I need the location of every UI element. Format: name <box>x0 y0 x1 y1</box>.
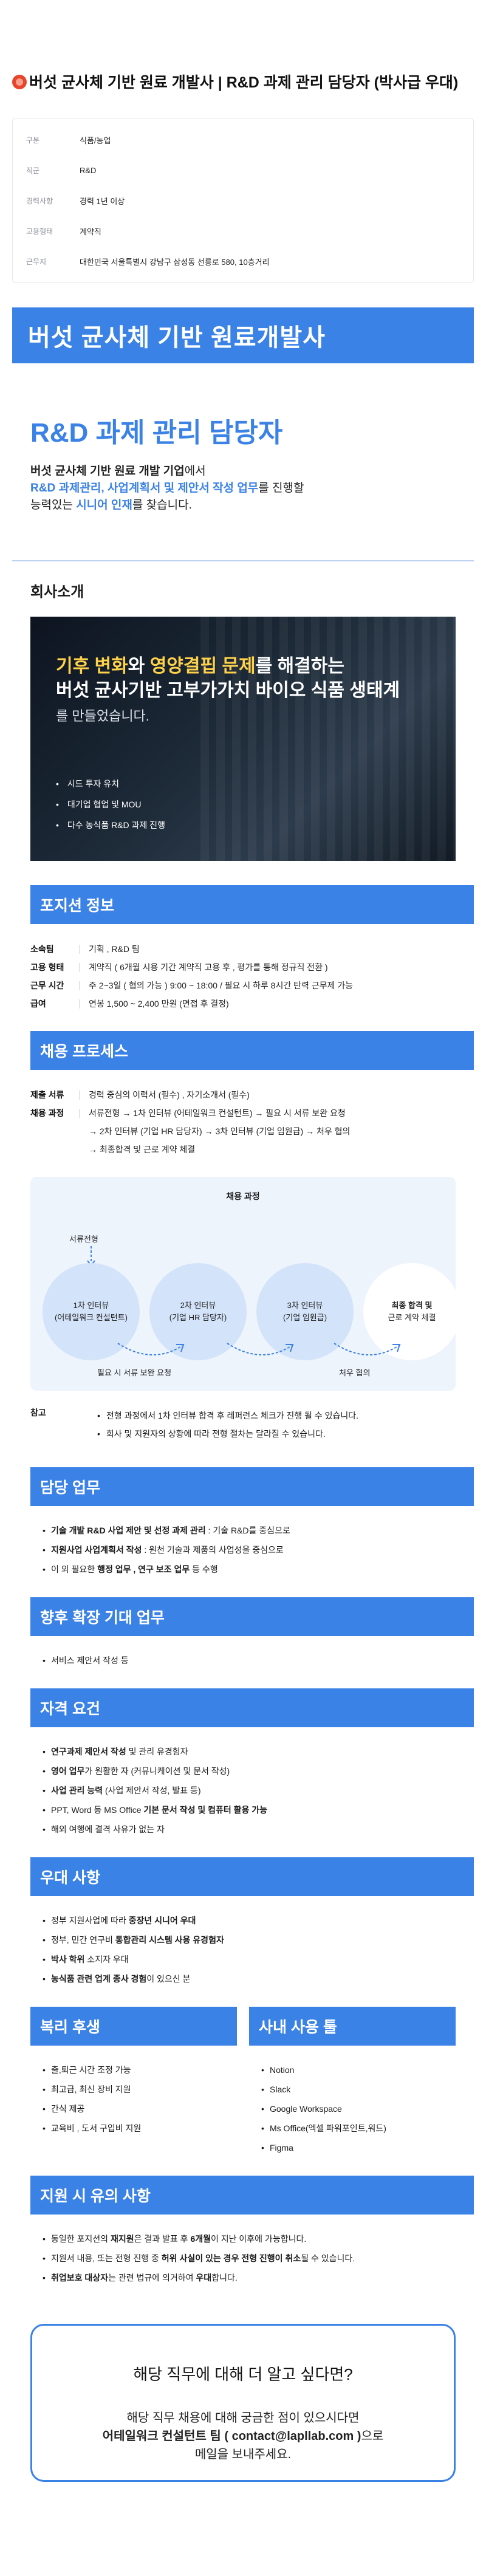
list-item: 지원서 내용, 또는 전형 진행 중 허위 사실이 있는 경우 전형 진행이 취… <box>43 2249 456 2268</box>
list-item: 회사 및 지원자의 상황에 따라 전형 절차는 달라질 수 있습니다. <box>97 1425 358 1443</box>
welfare-section-header: 복리 후생 <box>30 2007 237 2046</box>
duties-list: 기술 개발 R&D 사업 제안 및 선정 과제 관리 : 기술 R&D를 중심으… <box>43 1521 456 1579</box>
list-item: 출,퇴근 시간 조정 가능 <box>43 2060 237 2080</box>
list-item: 정부 지원사업에 따라 중장년 시니어 우대 <box>43 1911 456 1930</box>
contact-box: 해당 직무에 대해 더 알고 싶다면? 해당 직무 채용에 대해 궁금한 점이 … <box>30 2324 456 2482</box>
apply-list: 동일한 포지션의 재지원은 결과 발표 후 6개월이 지난 이후에 가능합니다.… <box>43 2229 456 2287</box>
process-step-1: 1차 인터뷰(어테일워크 컨설턴트) <box>43 1263 140 1360</box>
info-row: .→ 최종합격 및 근로 계약 체결 <box>89 1145 196 1154</box>
company-hero-image: 기후 변화와 영양결핍 문제를 해결하는 버섯 균사기반 고부가가치 바이오 식… <box>30 617 456 861</box>
prefer-list: 정부 지원사업에 따라 중장년 시니어 우대 정부, 민간 연구비 통합관리 시… <box>43 1911 456 1989</box>
process-diagram: 채용 과정 서류전형 1차 인터뷰(어테일워크 컨설턴트) 2차 인터뷰(기업 … <box>30 1177 460 1391</box>
list-item: Figma <box>261 2138 456 2157</box>
list-item: PPT, Word 등 MS Office 기본 문서 작성 및 컴퓨터 활용 … <box>43 1800 456 1820</box>
start-step-label: 서류전형 <box>69 1235 98 1244</box>
welfare-list: 출,퇴근 시간 조정 가능 최고급, 최신 장비 지원 간식 제공 교육비 , … <box>43 2060 237 2138</box>
process-step-3: 3차 인터뷰(기업 임원급) <box>256 1263 354 1360</box>
list-item: 다수 농식품 R&D 과제 진행 <box>56 815 165 835</box>
process-note: 참고 전형 과정에서 1차 인터뷰 합격 후 레퍼런스 체크가 진행 될 수 있… <box>30 1406 456 1443</box>
qualify-section-header: 자격 요건 <box>30 1688 474 1727</box>
divider <box>12 560 474 561</box>
process-section-header: 채용 프로세스 <box>30 1031 474 1070</box>
list-item: 서비스 제안서 작성 등 <box>43 1651 456 1670</box>
role-intro: R&D 과제 관리 담당자 버섯 균사체 기반 원료 개발 기업에서 R&D 과… <box>0 363 486 514</box>
welfare-column: 복리 후생 출,퇴근 시간 조정 가능 최고급, 최신 장비 지원 간식 제공 … <box>30 2007 237 2157</box>
page-title: 버섯 균사체 기반 원료 개발사 | R&D 과제 관리 담당자 (박사급 우대… <box>0 0 486 94</box>
hero-banner: 버섯 균사체 기반 원료개발사 <box>12 307 474 363</box>
tools-list: Notion Slack Google Workspace Ms Office(… <box>261 2060 456 2157</box>
process-step-2: 2차 인터뷰(기업 HR 담당자) <box>149 1263 247 1360</box>
list-item: Slack <box>261 2080 456 2099</box>
diagram-title: 채용 과정 <box>226 1191 260 1201</box>
list-item: 정부, 민간 연구비 통합관리 시스템 사용 유경험자 <box>43 1930 456 1950</box>
list-item: 교육비 , 도서 구입비 지원 <box>43 2119 237 2138</box>
step-between-label: 필요 시 서류 보완 요청 <box>97 1368 172 1377</box>
list-item: 지원사업 사업계획서 작성 : 원천 기술과 제품의 사업성을 중심으로 <box>43 1540 456 1560</box>
list-item: 시드 투자 유치 <box>56 773 165 794</box>
step-between-label: 처우 협의 <box>339 1368 371 1377</box>
company-points: 시드 투자 유치 대기업 협업 및 MOU 다수 농식품 R&D 과제 진행 <box>56 773 165 835</box>
future-list: 서비스 제안서 작성 등 <box>43 1651 456 1670</box>
list-item: 최고급, 최신 장비 지원 <box>43 2080 237 2099</box>
tools-section-header: 사내 사용 툴 <box>249 2007 456 2046</box>
company-headline: 기후 변화와 영양결핍 문제를 해결하는 버섯 균사기반 고부가가치 바이오 식… <box>56 656 400 724</box>
company-logo-icon <box>12 75 27 89</box>
list-item: 전형 과정에서 1차 인터뷰 합격 후 레퍼런스 체크가 진행 될 수 있습니다… <box>97 1406 358 1425</box>
prefer-section-header: 우대 사항 <box>30 1857 474 1896</box>
curved-arrow-icon <box>117 1343 185 1356</box>
qualify-list: 연구과제 제안서 작성 및 관리 유경험자 영어 업무가 원활한 자 (커뮤니케… <box>43 1742 456 1839</box>
info-row: .→ 2차 인터뷰 (기업 HR 담당자) → 3차 인터뷰 (기업 임원급) … <box>89 1126 351 1136</box>
building-background <box>200 617 456 861</box>
list-item: 영어 업무가 원활한 자 (커뮤니케이션 및 문서 작성) <box>43 1761 456 1781</box>
role-description: 버섯 균사체 기반 원료 개발 기업에서 R&D 과제관리, 사업계획서 및 제… <box>30 465 304 512</box>
list-item: 취업보호 대상자는 관련 법규에 의거하여 우대합니다. <box>43 2268 456 2287</box>
list-item: Notion <box>261 2060 456 2080</box>
hero-banner-title: 버섯 균사체 기반 원료개발사 <box>28 324 326 351</box>
list-item: 박사 학위 소지자 우대 <box>43 1950 456 1969</box>
list-item: 대기업 협업 및 MOU <box>56 794 165 815</box>
list-item: 이 외 필요한 행정 업무 , 연구 보조 업무 등 수행 <box>43 1560 456 1579</box>
list-item: 간식 제공 <box>43 2099 237 2119</box>
list-item: Ms Office(엑셀 파워포인트,워드) <box>261 2119 456 2138</box>
company-section-title: 회사소개 <box>30 584 84 600</box>
contact-email-link[interactable]: 어테일워크 컨설턴트 팀 ( contact@lapllab.com ) <box>102 2430 361 2443</box>
list-item: 연구과제 제안서 작성 및 관리 유경험자 <box>43 1742 456 1761</box>
contact-body: 해당 직무 채용에 대해 궁금한 점이 있으시다면 어테일워크 컨설턴트 팀 (… <box>102 2411 384 2461</box>
list-item: Google Workspace <box>261 2099 456 2119</box>
apply-section-header: 지원 시 유의 사항 <box>30 2176 474 2215</box>
duties-section-header: 담당 업무 <box>30 1467 474 1506</box>
list-item: 농식품 관련 업계 종사 경험이 있으신 분 <box>43 1969 456 1989</box>
contact-title: 해당 직무에 대해 더 알고 싶다면? <box>133 2365 353 2383</box>
list-item: 사업 관리 능력 (사업 제안서 작성, 발표 등) <box>43 1781 456 1800</box>
curved-arrow-icon <box>334 1343 401 1356</box>
tools-column: 사내 사용 툴 Notion Slack Google Workspace Ms… <box>249 2007 456 2157</box>
welfare-tools-row: 복리 후생 출,퇴근 시간 조정 가능 최고급, 최신 장비 지원 간식 제공 … <box>30 2007 456 2157</box>
list-item: 해외 여행에 결격 사유가 없는 자 <box>43 1820 456 1839</box>
list-item: 동일한 포지션의 재지원은 결과 발표 후 6개월이 지난 이후에 가능합니다. <box>43 2229 456 2249</box>
position-section-header: 포지션 정보 <box>30 885 474 924</box>
role-title: R&D 과제 관리 담당자 <box>30 418 283 448</box>
future-section-header: 향후 확장 기대 업무 <box>30 1597 474 1636</box>
curved-arrow-icon <box>227 1343 294 1356</box>
list-item: 기술 개발 R&D 사업 제안 및 선정 과제 관리 : 기술 R&D를 중심으… <box>43 1521 456 1540</box>
